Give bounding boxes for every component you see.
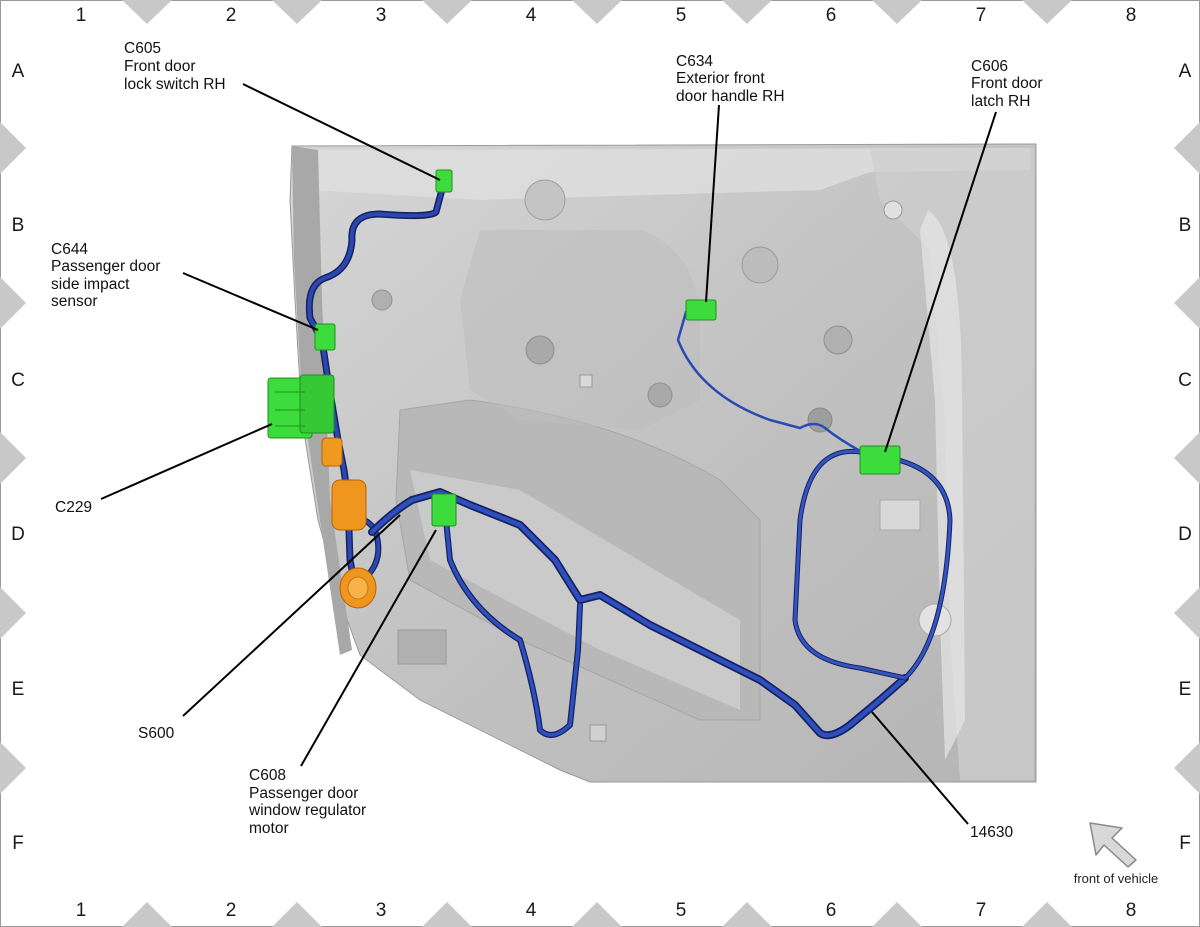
callout-c634: C634 Exterior front door handle RH — [676, 53, 785, 105]
grid-col-1-bottom: 1 — [76, 900, 87, 921]
grid-row-f-left: F — [12, 833, 24, 854]
grid-col-8-top: 8 — [1126, 5, 1137, 26]
grid-col-6-bottom: 6 — [826, 900, 837, 921]
leader-14630 — [871, 711, 969, 825]
callout-c606-line-3: latch RH — [971, 93, 1030, 110]
grid-row-d-left: D — [11, 524, 25, 545]
callout-c644-line-2: Passenger door — [51, 258, 160, 275]
grid-markers-left — [0, 122, 26, 794]
grid-col-4-top: 4 — [526, 5, 537, 26]
callout-c608-line-1: C608 — [249, 767, 286, 784]
leader-c644 — [182, 272, 319, 331]
connector-c634 — [685, 299, 717, 321]
grid-markers-right — [1174, 122, 1200, 794]
grid-col-7-bottom: 7 — [976, 900, 987, 921]
callout-c606-line-2: Front door — [971, 75, 1043, 92]
grid-col-2-top: 2 — [226, 5, 237, 26]
orange-grommets — [321, 437, 377, 609]
callout-c606-line-1: C606 — [971, 58, 1008, 75]
leader-c606 — [884, 111, 997, 453]
grid-markers-top — [122, 0, 1072, 24]
leader-s600 — [182, 514, 401, 717]
callout-c644-line-1: C644 — [51, 241, 88, 258]
callout-c605-line-3: lock switch RH — [124, 76, 226, 93]
grid-row-e-right: E — [1179, 679, 1192, 700]
grid-markers-bottom — [122, 902, 1072, 927]
connector-c229 — [267, 374, 335, 439]
leader-c229 — [100, 423, 273, 500]
grid-col-5-top: 5 — [676, 5, 687, 26]
callout-c605-line-1: C605 — [124, 40, 161, 57]
callout-c229-line-1: C229 — [55, 499, 92, 516]
callout-s600-line-1: S600 — [138, 725, 175, 742]
callout-c634-line-3: door handle RH — [676, 88, 785, 105]
grid-row-c-right: C — [1178, 370, 1192, 391]
connector-c605 — [435, 169, 453, 193]
leader-c634 — [705, 104, 720, 303]
leader-c605 — [242, 83, 441, 181]
grid-row-a-left: A — [12, 61, 25, 82]
arrow-up-left-icon — [1089, 822, 1137, 868]
grid-row-labels-right: A B C D E F — [1178, 61, 1192, 854]
grid-col-6-top: 6 — [826, 5, 837, 26]
callout-s600: S600 — [138, 725, 175, 742]
callout-14630: 14630 — [970, 824, 1013, 841]
grid-col-3-top: 3 — [376, 5, 387, 26]
grid-row-b-left: B — [12, 215, 25, 236]
front-of-vehicle-label: front of vehicle — [1074, 871, 1159, 886]
grid-col-7-top: 7 — [976, 5, 987, 26]
callout-c634-line-1: C634 — [676, 53, 713, 70]
grid-row-f-right: F — [1179, 833, 1191, 854]
callout-c229: C229 — [55, 499, 92, 516]
callout-c608-line-3: window regulator — [248, 802, 366, 819]
grid-col-4-bottom: 4 — [526, 900, 537, 921]
grid-col-1-top: 1 — [76, 5, 87, 26]
leader-lines — [100, 83, 997, 825]
grid-col-8-bottom: 8 — [1126, 900, 1137, 921]
connector-c608 — [431, 493, 457, 527]
grid-row-a-right: A — [1179, 61, 1192, 82]
callout-c608: C608 Passenger door window regulator mot… — [248, 767, 366, 837]
connector-c644 — [314, 323, 336, 351]
callout-c634-line-2: Exterior front — [676, 70, 765, 87]
callout-c605: C605 Front door lock switch RH — [124, 40, 226, 93]
grid-row-labels-left: A B C D E F — [11, 61, 25, 854]
callout-c605-line-2: Front door — [124, 58, 196, 75]
grid-col-3-bottom: 3 — [376, 900, 387, 921]
connector-c606 — [859, 445, 901, 475]
callout-c608-line-2: Passenger door — [249, 785, 358, 802]
callout-14630-line-1: 14630 — [970, 824, 1013, 841]
grid-col-2-bottom: 2 — [226, 900, 237, 921]
callout-c606: C606 Front door latch RH — [971, 58, 1043, 110]
grid-col-5-bottom: 5 — [676, 900, 687, 921]
callout-c644-line-4: sensor — [51, 293, 98, 310]
callout-c644-line-3: side impact — [51, 276, 130, 293]
grid-row-c-left: C — [11, 370, 25, 391]
leader-c608 — [300, 529, 437, 767]
callout-c608-line-4: motor — [249, 820, 289, 837]
grid-column-labels-top: 1 2 3 4 5 6 7 8 — [76, 5, 1137, 26]
grid-column-labels-bottom: 1 2 3 4 5 6 7 8 — [76, 900, 1137, 921]
grid-row-e-left: E — [12, 679, 25, 700]
grid-row-b-right: B — [1179, 215, 1192, 236]
front-of-vehicle-indicator: front of vehicle — [1074, 822, 1159, 886]
callout-c644: C644 Passenger door side impact sensor — [51, 241, 160, 310]
wiring-harness-14630 — [305, 178, 953, 740]
grid-row-d-right: D — [1178, 524, 1192, 545]
door-inner-panel — [289, 143, 1037, 783]
